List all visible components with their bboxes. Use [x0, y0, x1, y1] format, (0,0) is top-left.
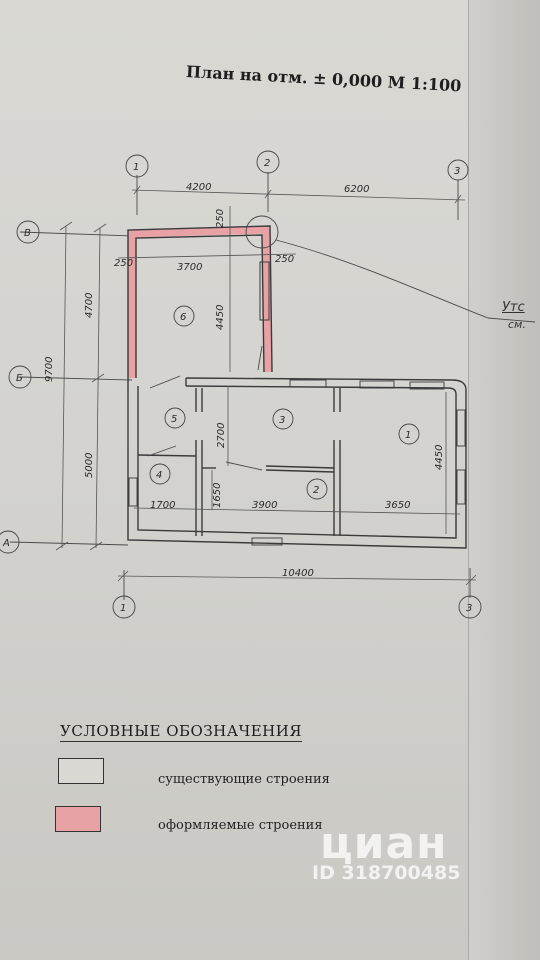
dim-label: 250 — [275, 254, 294, 265]
dimension-top: 4200 6200 — [131, 182, 466, 204]
dim-label: 2700 — [216, 423, 227, 448]
axis-label: 1 — [120, 603, 126, 614]
drawing-sheet — [0, 0, 510, 960]
legend-title: УСЛОВНЫЕ ОБОЗНАЧЕНИЯ — [60, 722, 302, 742]
axis-label: А — [2, 538, 10, 549]
dim-label: 6200 — [344, 184, 369, 195]
axis-bubble — [112, 595, 136, 619]
room-number: 5 — [171, 414, 177, 425]
axis-bubble — [256, 150, 280, 174]
axis-bubble — [8, 365, 32, 389]
dim-label: 3900 — [252, 500, 277, 511]
partitions — [137, 345, 341, 536]
axis-label: 3 — [466, 603, 472, 614]
watermark-brand: циан — [320, 818, 448, 869]
legend-swatch-existing — [58, 758, 104, 784]
dim-label: 4200 — [186, 182, 211, 193]
dim-label: 3650 — [385, 500, 410, 511]
watermark-id: ID 318700485 — [312, 862, 461, 884]
legend-swatch-registered — [55, 806, 101, 832]
dimension-left: 9700 4700 5000 — [44, 221, 107, 551]
callout — [245, 215, 536, 323]
axis-label: Б — [16, 373, 23, 384]
dim-label: 1650 — [212, 483, 223, 508]
room-number: 6 — [180, 312, 186, 323]
existing-walls — [127, 377, 467, 549]
side-note-sub: см. — [508, 318, 526, 331]
axis-bubble — [125, 154, 149, 178]
watermark: циан ID 318700485 — [312, 818, 460, 884]
axis-bubble — [447, 159, 469, 181]
dim-label: 4700 — [84, 293, 95, 318]
axis-label: В — [24, 228, 31, 239]
room-numbers: 6 5 3 1 4 2 — [149, 305, 420, 500]
axis-bubble — [16, 220, 40, 244]
dim-label: 4450 — [434, 445, 445, 470]
axis-label: 3 — [454, 166, 460, 177]
room-number: 4 — [156, 470, 162, 481]
back-sheet — [468, 0, 540, 960]
legend-label-existing: существующие строения — [158, 772, 330, 787]
axis-label: 1 — [133, 162, 139, 173]
dimension-internal: 250 3700 250 250 4450 2700 1650 4450 170… — [114, 206, 461, 534]
dim-label: 10400 — [282, 568, 314, 579]
dim-label: 1700 — [150, 500, 175, 511]
room-number: 2 — [313, 485, 319, 496]
room-number: 3 — [279, 415, 285, 426]
dim-label: 5000 — [84, 453, 95, 478]
dimension-overall: 10400 — [117, 568, 477, 586]
axis-bubbles: 1 2 3 В Б А 1 3 — [0, 150, 482, 619]
dim-label: 4450 — [215, 305, 226, 330]
registered-walls — [127, 225, 273, 378]
dim-label: 250 — [114, 258, 133, 269]
dim-label: 250 — [215, 209, 226, 228]
axis-bubble — [0, 530, 20, 554]
floor-plan: 1 2 3 В Б А 1 3 4200 6200 9700 4700 5000 — [0, 150, 536, 619]
dim-label: 9700 — [44, 357, 55, 382]
axis-label: 2 — [264, 158, 270, 169]
room-number: 1 — [405, 430, 411, 441]
side-note: Утс — [502, 300, 525, 315]
axis-bubble — [458, 595, 482, 619]
dim-label: 3700 — [177, 262, 202, 273]
legend-label-registered: оформляемые строения — [158, 818, 323, 833]
